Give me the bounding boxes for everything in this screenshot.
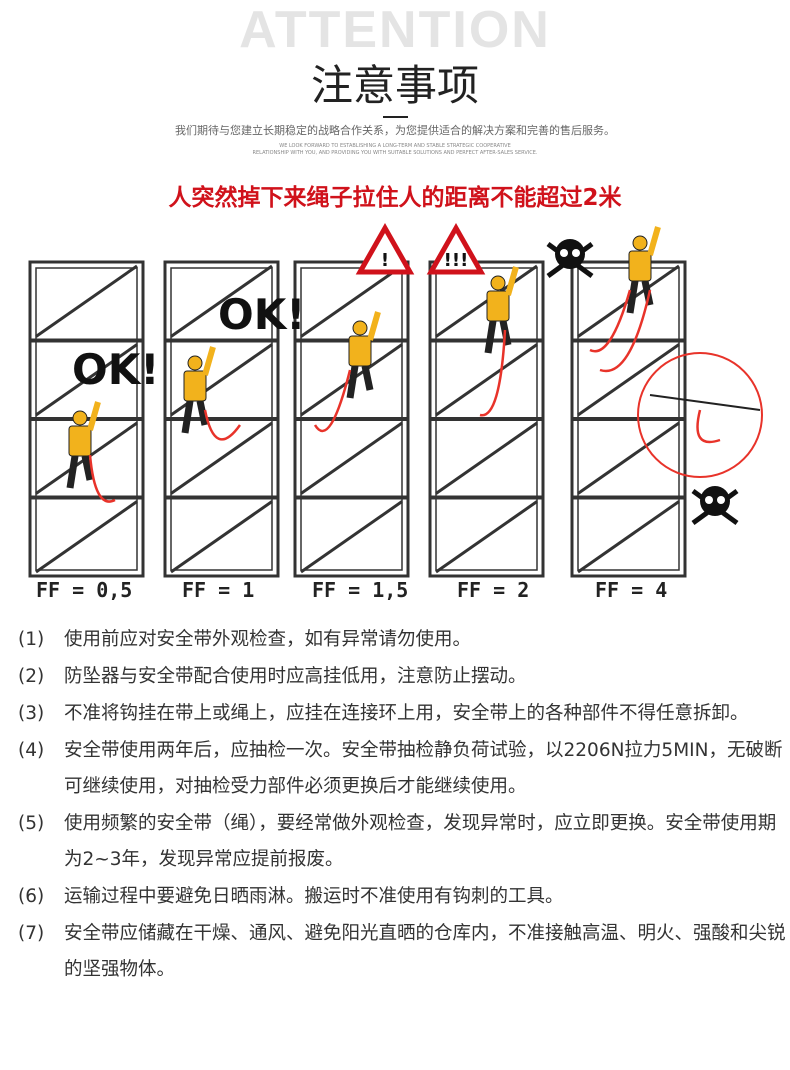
tower-diagonal [170,500,273,574]
note-text: 使用频繁的安全带（绳），要经常做外观检查，发现异常时，应立即更换。安全带使用期为… [64,813,777,870]
tower-diagonal [35,264,138,338]
worker-leg [196,400,209,426]
fall-factor-label: FF = 1 [182,578,255,602]
worker-body [486,290,510,322]
tower-diagonal [435,500,538,574]
skull-icon [555,239,585,269]
worker-leg [626,280,639,314]
tower-diagonal [35,343,138,417]
fall-factor-label: FF = 2 [457,578,530,602]
title-divider [383,116,408,118]
worker-head [352,320,368,336]
tower-diagonal [300,421,403,495]
worker-leg [641,280,654,306]
tower-diagonal [435,421,538,495]
tower-diagonal [435,343,538,417]
subtitle-chinese: 我们期待与您建立长期稳定的战略合作关系，为您提供适合的解决方案和完善的售后服务。 [175,124,615,137]
fall-factor-illustration: !!!! [28,222,763,578]
note-number: (2) [18,666,45,687]
worker-leg [346,365,359,399]
tower-diagonal [170,264,273,338]
note-item: (4) 安全带使用两年后，应抽检一次。安全带抽检静负荷试验，以2206N拉力5MI… [18,733,788,805]
warning-headline: 人突然掉下来绳子拉住人的距离不能超过2米 [168,185,622,211]
tower-diagonal [577,500,680,574]
note-item: (7) 安全带应储藏在干燥、通风、避免阳光直晒的仓库内，不准接触高温、明火、强酸和… [18,916,788,988]
skull-eye [717,496,725,504]
tower-diagonal [577,343,680,417]
note-number: (3) [18,703,45,724]
notes-list: (1) 使用前应对安全带外观检查，如有异常请勿使用。 (2) 防坠器与安全带配合使用… [18,622,788,989]
lanyard-rope [313,369,352,433]
lanyard-rope [88,454,116,503]
detail-circle [637,352,763,478]
note-number: (7) [18,923,45,944]
worker-arm [505,266,519,296]
tower-diagonal [170,421,273,495]
worker-head [632,235,648,251]
tower-diagonal [300,500,403,574]
worker-leg [181,400,194,434]
lanyard-rope [599,289,652,373]
warning-triangle-icon [426,222,486,275]
lanyard-rope [589,289,632,353]
note-item: (1) 使用前应对安全带外观检查，如有异常请勿使用。 [18,622,788,658]
warning-mark: !!! [444,250,469,271]
lanyard-rope [479,329,507,417]
note-text: 不准将钩挂在带上或绳上，应挂在连接环上用，安全带上的各种部件不得任意拆卸。 [64,703,749,724]
note-number: (4) [18,740,45,761]
note-number: (1) [18,629,45,650]
worker-arm [647,226,661,256]
warning-triangle-icon [355,222,415,275]
note-item: (5) 使用频繁的安全带（绳），要经常做外观检查，发现异常时，应立即更换。安全带使… [18,806,788,878]
note-number: (5) [18,813,45,834]
lanyard-rope [696,409,721,444]
note-item: (3) 不准将钩挂在带上或绳上，应挂在连接环上用，安全带上的各种部件不得任意拆卸。 [18,696,788,732]
subtitle-english-line-1: WE LOOK FORWARD TO ESTABLISHING A LONG-T… [279,143,511,149]
note-text: 安全带使用两年后，应抽检一次。安全带抽检静负荷试验，以2206N拉力5MIN，无… [64,740,783,797]
note-number: (6) [18,886,45,907]
worker-arm [87,401,101,431]
fall-factor-label: FF = 4 [595,578,668,602]
fall-factor-label: FF = 1,5 [312,578,409,602]
lanyard-rope [203,409,242,441]
worker-leg [484,320,497,354]
worker-arm [202,346,216,376]
note-item: (6) 运输过程中要避免日晒雨淋。搬运时不准使用有钩刺的工具。 [18,879,788,915]
tower-diagonal [35,500,138,574]
worker-leg [66,455,79,489]
note-text: 使用前应对安全带外观检查，如有异常请勿使用。 [64,629,472,650]
worker-body [348,335,372,367]
worker-leg [81,455,94,481]
warning-mark: ! [381,250,389,271]
worker-head [187,355,203,371]
page-title: 注意事项 [310,61,479,110]
note-text: 防坠器与安全带配合使用时应高挂低用，注意防止摆动。 [64,666,527,687]
worker-body [628,250,652,282]
subtitle-english-line-2: RELATIONSHIP WITH YOU, AND PROVIDING YOU… [252,150,538,156]
fall-factor-label: FF = 0,5 [36,578,133,602]
subtitle-english: WE LOOK FORWARD TO ESTABLISHING A LONG-T… [0,143,790,157]
skull-eye [560,249,568,257]
note-text: 安全带应储藏在干燥、通风、避免阳光直晒的仓库内，不准接触高温、明火、强酸和尖锐的… [64,923,786,980]
ok-label-2: OK! [218,290,306,339]
background-watermark-word: ATTENTION [239,1,551,59]
ok-label-1: OK! [72,345,160,394]
worker-head [72,410,88,426]
worker-leg [361,365,374,391]
skull-eye [705,496,713,504]
worker-body [68,425,92,457]
skull-icon [700,486,730,516]
worker-head [490,275,506,291]
worker-body [183,370,207,402]
worker-arm [367,311,381,341]
detail-bar [649,394,761,411]
skull-eye [572,249,580,257]
tower-diagonal [577,421,680,495]
note-text: 运输过程中要避免日晒雨淋。搬运时不准使用有钩刺的工具。 [64,886,564,907]
note-item: (2) 防坠器与安全带配合使用时应高挂低用，注意防止摆动。 [18,659,788,695]
tower-diagonal [300,264,403,338]
